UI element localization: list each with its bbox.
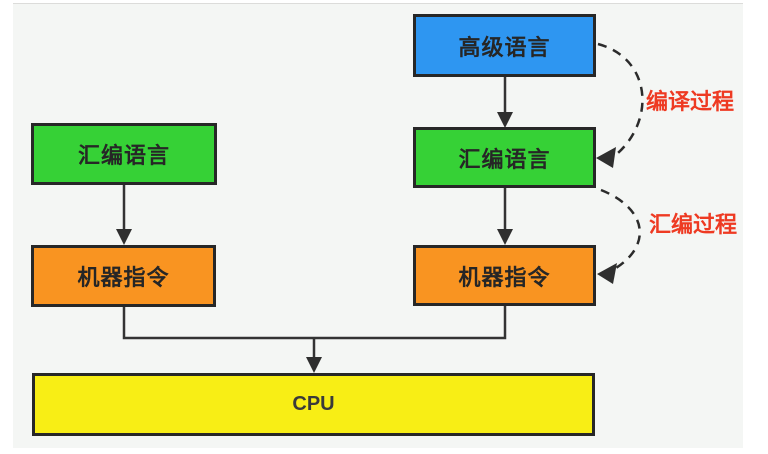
arrow-high-to-assembly [497, 77, 513, 128]
merge-connector [122, 304, 507, 373]
node-label: CPU [292, 393, 335, 415]
node-machine-instructions-left: 机器指令 [31, 245, 216, 307]
node-high-level-language: 高级语言 [413, 14, 596, 77]
dashed-assemble-curve [597, 188, 642, 284]
node-label: 汇编语言 [77, 143, 170, 168]
node-cpu: CPU [32, 373, 595, 436]
node-label: 机器指令 [77, 265, 170, 290]
compile-process-label: 编译过程 [646, 89, 735, 114]
node-assembly-language-right: 汇编语言 [413, 127, 596, 188]
arrow-assembly-to-machine-right [497, 188, 513, 245]
node-machine-instructions-right: 机器指令 [413, 245, 596, 306]
node-label: 机器指令 [458, 264, 551, 290]
node-label: 汇编语言 [458, 146, 551, 172]
node-label: 高级语言 [458, 34, 551, 60]
assemble-process-label: 汇编过程 [649, 212, 738, 237]
arrow-assembly-to-machine-left [116, 185, 132, 245]
dashed-compile-curve [596, 42, 644, 168]
node-assembly-language-left: 汇编语言 [31, 123, 217, 185]
